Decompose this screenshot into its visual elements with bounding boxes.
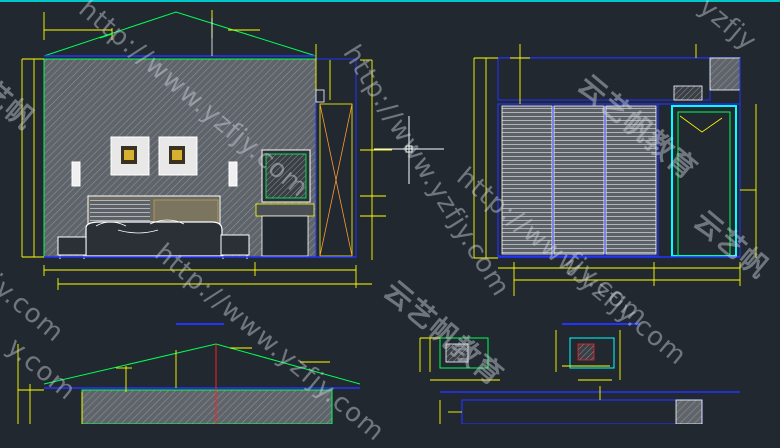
wardrobe-door-2 <box>553 105 605 255</box>
wall-lamp-right <box>228 161 238 187</box>
elevation-4-partial <box>439 386 740 425</box>
dresser-table <box>255 203 315 217</box>
wardrobe-door-3 <box>605 105 657 255</box>
elevation-1-bed-wall <box>21 10 392 290</box>
wardrobe-door-1 <box>501 105 553 255</box>
door-frame <box>671 105 737 257</box>
elevation-3-partial <box>17 343 361 425</box>
nightstand-right <box>220 234 250 256</box>
nightstand-left <box>57 236 87 256</box>
crosshair-cursor-icon <box>374 116 444 184</box>
detail-section-b <box>555 330 621 381</box>
elevation-2-wardrobe-wall <box>473 44 757 296</box>
bed <box>85 221 223 257</box>
detail-section-a <box>419 337 500 381</box>
wall-lamp-left <box>71 161 81 187</box>
